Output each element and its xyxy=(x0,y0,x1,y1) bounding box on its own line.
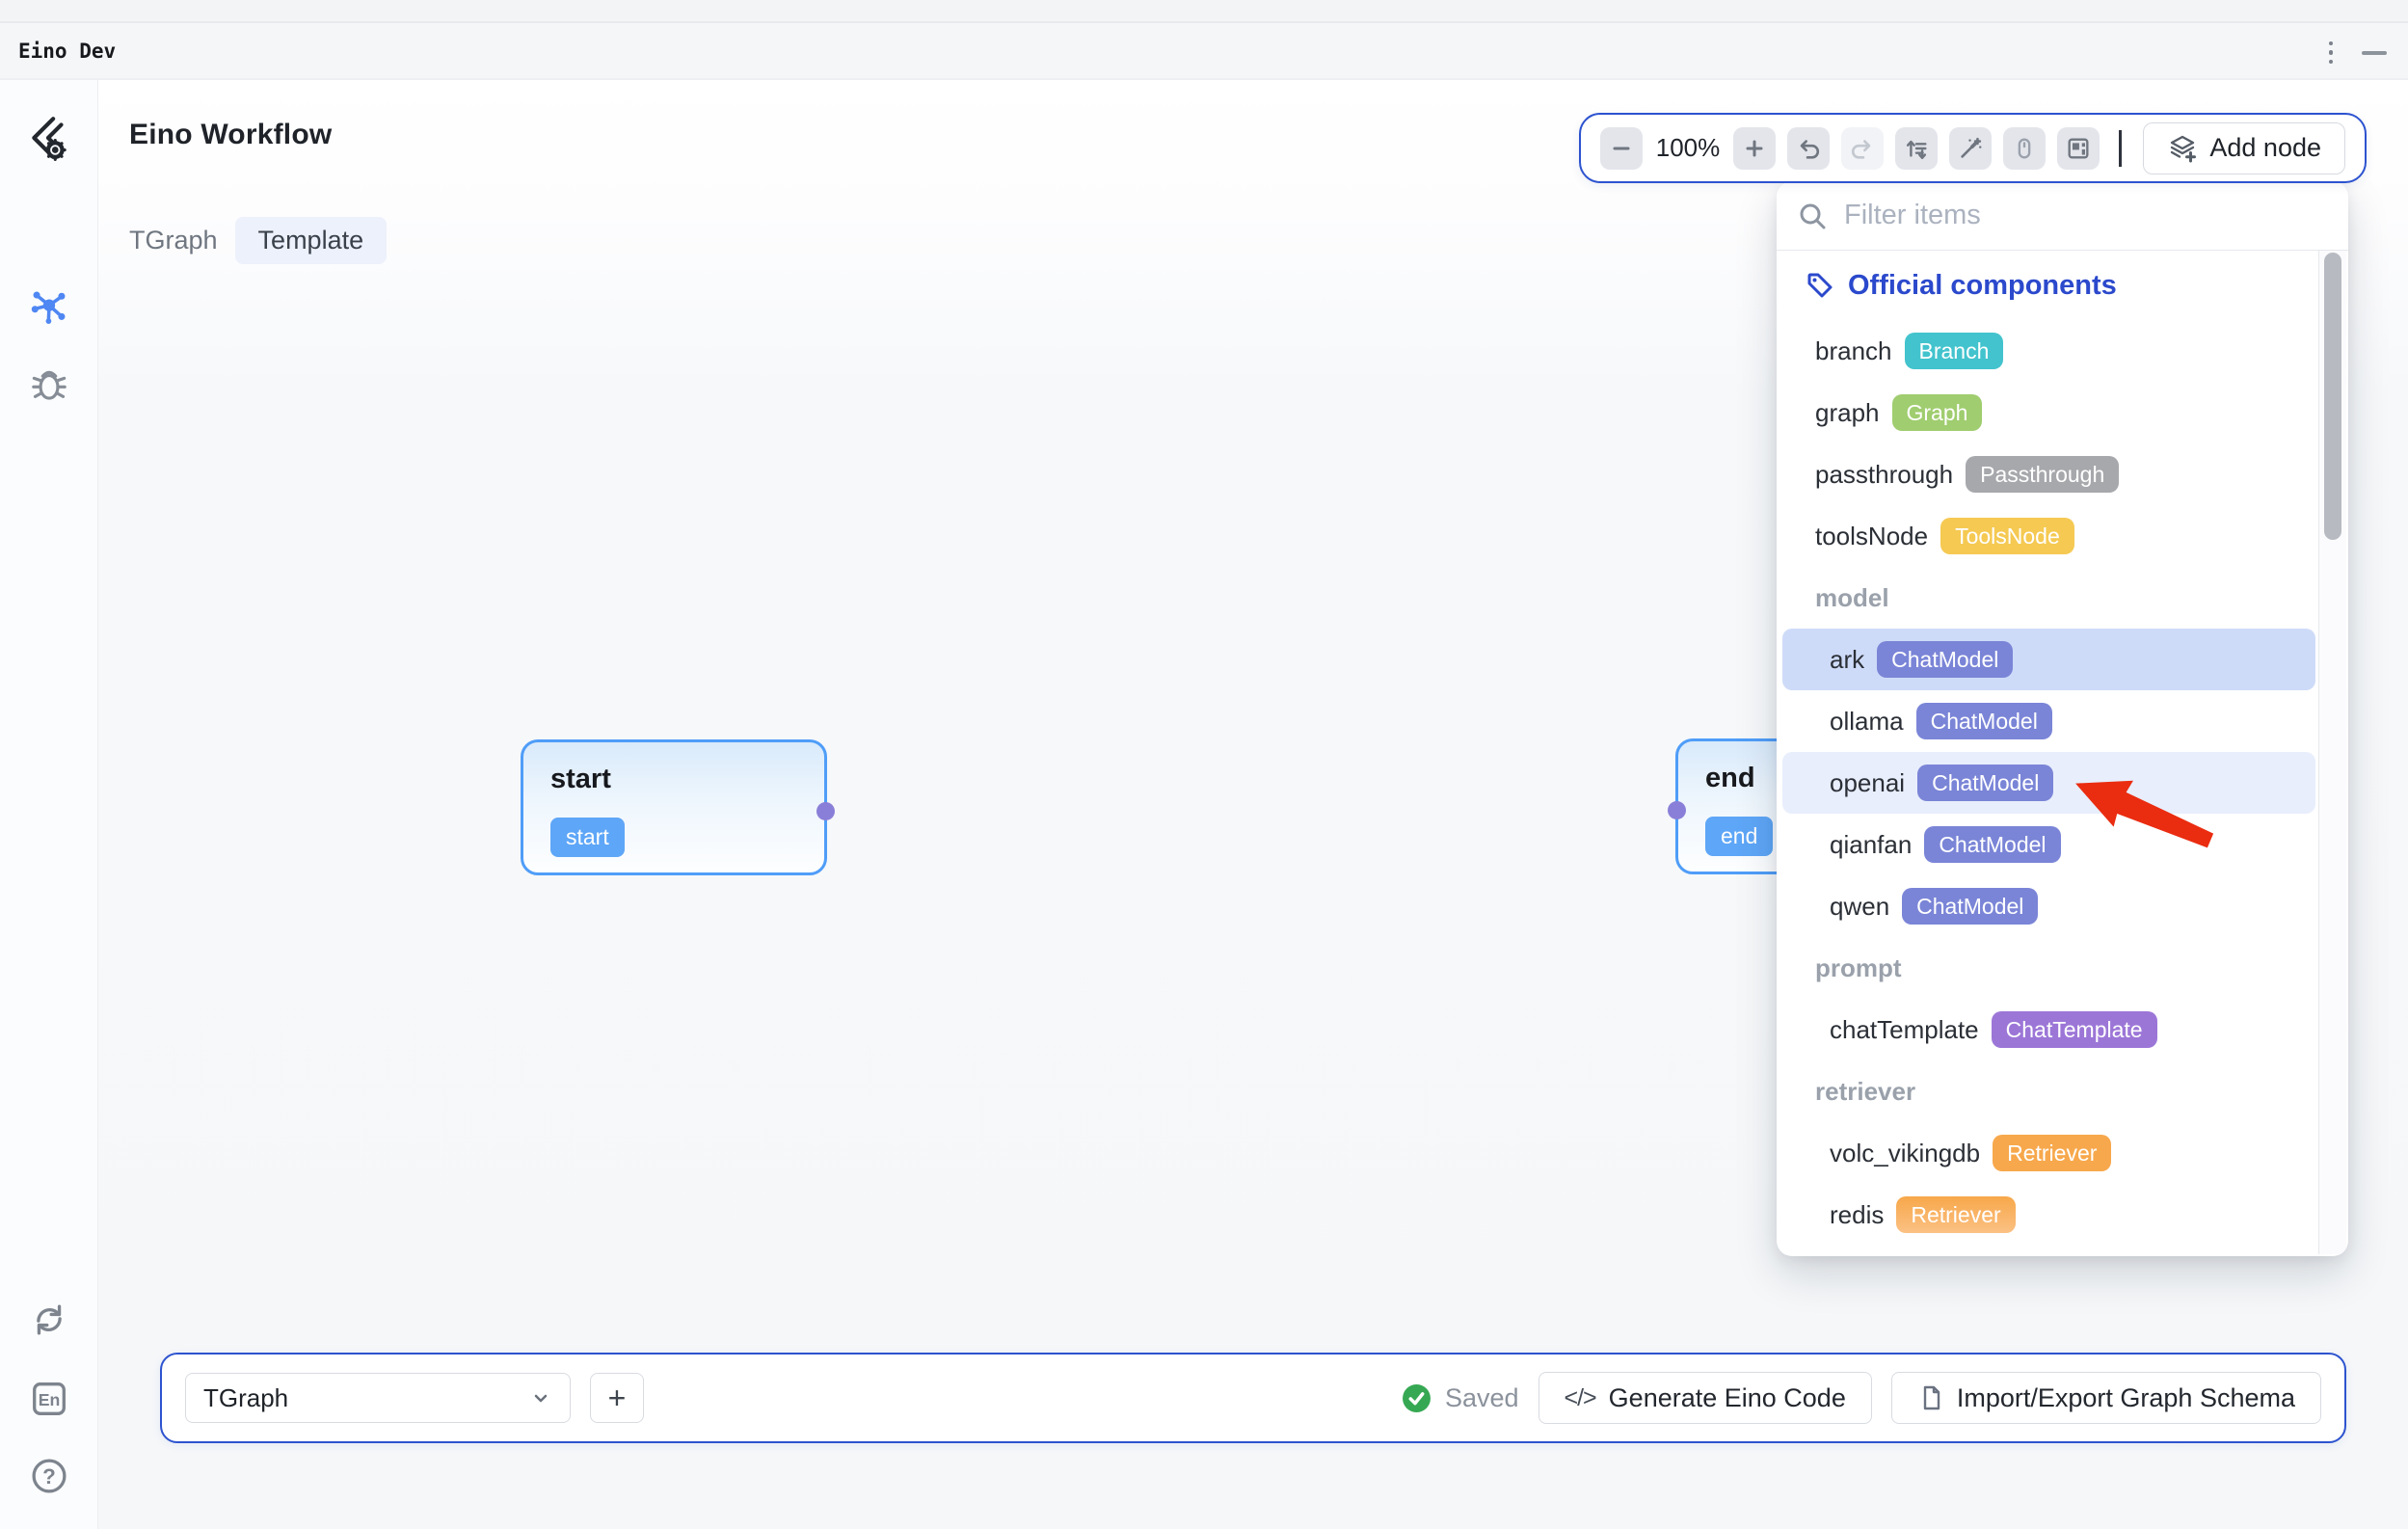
add-node-label: Add node xyxy=(2209,133,2321,162)
section-header-prompt: prompt xyxy=(1815,952,1902,982)
section-header-model: model xyxy=(1815,582,1889,612)
page-title: Eino Workflow xyxy=(129,119,333,150)
start-node-output-port[interactable] xyxy=(816,802,835,820)
import-export-schema-button[interactable]: Import/Export Graph Schema xyxy=(1890,1372,2321,1424)
type-badge: ChatModel xyxy=(1915,702,2052,740)
svg-text:En: En xyxy=(38,1390,60,1409)
component-item-ark[interactable]: ark ChatModel xyxy=(1782,629,2315,690)
tab-template[interactable]: Template xyxy=(234,217,388,264)
type-badge: ChatModel xyxy=(1902,887,2039,925)
start-node-badge: start xyxy=(550,818,625,857)
add-node-button[interactable]: Add node xyxy=(2143,121,2345,174)
component-item-ollama[interactable]: ollama ChatModel xyxy=(1777,690,2319,752)
layers-plus-icon xyxy=(2171,135,2197,162)
code-icon: </> xyxy=(1564,1383,1597,1411)
saved-label: Saved xyxy=(1444,1382,1519,1412)
bottom-action-bar: TGraph + Saved </> Generate Eino Code Im… xyxy=(160,1353,2346,1443)
type-badge: Passthrough xyxy=(1966,455,2120,494)
language-icon[interactable]: En xyxy=(30,1380,68,1418)
file-icon xyxy=(1923,1385,1940,1410)
type-badge: ChatModel xyxy=(1877,640,2014,679)
component-item-qianfan[interactable]: qianfan ChatModel xyxy=(1777,814,2319,875)
saved-check-icon xyxy=(1402,1383,1431,1412)
tag-icon xyxy=(1807,273,1833,298)
search-icon xyxy=(1800,203,1826,228)
chevron-down-icon xyxy=(534,1394,548,1403)
save-status: Saved xyxy=(1402,1383,1519,1413)
eino-logo-icon xyxy=(26,115,72,161)
filter-items-input[interactable] xyxy=(1842,199,2327,232)
generate-eino-code-button[interactable]: </> Generate Eino Code xyxy=(1538,1372,1872,1424)
zoom-in-button[interactable] xyxy=(1733,126,1776,170)
auto-layout-button[interactable] xyxy=(1895,126,1938,170)
type-badge: Graph xyxy=(1891,393,1983,432)
left-sidebar: En ? xyxy=(0,80,98,1529)
zoom-level: 100% xyxy=(1655,133,1721,162)
window-menu-kebab-icon[interactable] xyxy=(2325,38,2338,68)
graph-select-value: TGraph xyxy=(203,1382,289,1412)
zoom-out-button[interactable] xyxy=(1600,126,1643,170)
type-badge: ChatModel xyxy=(1924,825,2061,864)
help-icon[interactable]: ? xyxy=(30,1457,68,1495)
minimap-button[interactable] xyxy=(2057,126,2100,170)
end-node-title: end xyxy=(1705,763,1755,793)
redo-button[interactable] xyxy=(1841,126,1884,170)
refresh-icon[interactable] xyxy=(30,1301,68,1339)
svg-text:?: ? xyxy=(42,1464,56,1489)
undo-button[interactable] xyxy=(1787,126,1830,170)
section-header-retriever: retriever xyxy=(1815,1076,1916,1106)
workflow-graph-nav-icon[interactable] xyxy=(30,288,68,327)
component-item-branch[interactable]: branch Branch xyxy=(1777,320,2319,382)
component-item-qwen[interactable]: qwen ChatModel xyxy=(1777,875,2319,937)
component-item-openai[interactable]: openai ChatModel xyxy=(1782,752,2315,814)
end-node-input-port[interactable] xyxy=(1668,801,1686,819)
mouse-settings-button[interactable] xyxy=(2003,126,2046,170)
new-graph-button[interactable]: + xyxy=(590,1373,644,1423)
graph-tabs: TGraph Template xyxy=(129,217,388,264)
component-item-passthrough[interactable]: passthrough Passthrough xyxy=(1777,443,2319,505)
magic-wand-button[interactable] xyxy=(1949,126,1992,170)
type-badge: Branch xyxy=(1904,332,2004,370)
add-node-dropdown: Official components branch Branch graph … xyxy=(1777,181,2348,1256)
component-item-graph[interactable]: graph Graph xyxy=(1777,382,2319,443)
graph-select[interactable]: TGraph xyxy=(185,1373,571,1423)
window-minimize-icon[interactable] xyxy=(2362,50,2387,55)
component-item-redis[interactable]: redis Retriever xyxy=(1777,1184,2319,1246)
tab-tgraph[interactable]: TGraph xyxy=(129,226,218,255)
start-node-title: start xyxy=(550,764,611,794)
start-node[interactable]: start start xyxy=(521,739,835,875)
window-title: Eino Dev xyxy=(18,39,117,63)
type-badge: Retriever xyxy=(1896,1195,2016,1234)
toolbar-divider xyxy=(2119,129,2122,167)
type-badge: Retriever xyxy=(1993,1134,2112,1172)
dropdown-scrollbar[interactable] xyxy=(2318,251,2346,1254)
component-list: Official components branch Branch graph … xyxy=(1777,251,2319,1246)
type-badge: ChatTemplate xyxy=(1991,1010,2157,1049)
component-item-volc_vikingdb[interactable]: volc_vikingdb Retriever xyxy=(1777,1122,2319,1184)
official-components-header: Official components xyxy=(1777,251,2319,320)
canvas-toolbar: 100% xyxy=(1579,113,2367,183)
component-item-chatTemplate[interactable]: chatTemplate ChatTemplate xyxy=(1777,999,2319,1060)
type-badge: ToolsNode xyxy=(1940,517,2074,555)
window-top-strip xyxy=(0,0,2408,21)
component-item-toolsNode[interactable]: toolsNode ToolsNode xyxy=(1777,505,2319,567)
scrollbar-thumb[interactable] xyxy=(2324,253,2341,540)
type-badge: ChatModel xyxy=(1917,764,2054,802)
end-node-badge: end xyxy=(1705,817,1774,856)
filter-search-row xyxy=(1777,181,2348,251)
debug-bug-nav-icon[interactable] xyxy=(31,365,67,402)
window-titlebar: Eino Dev xyxy=(0,21,2408,80)
